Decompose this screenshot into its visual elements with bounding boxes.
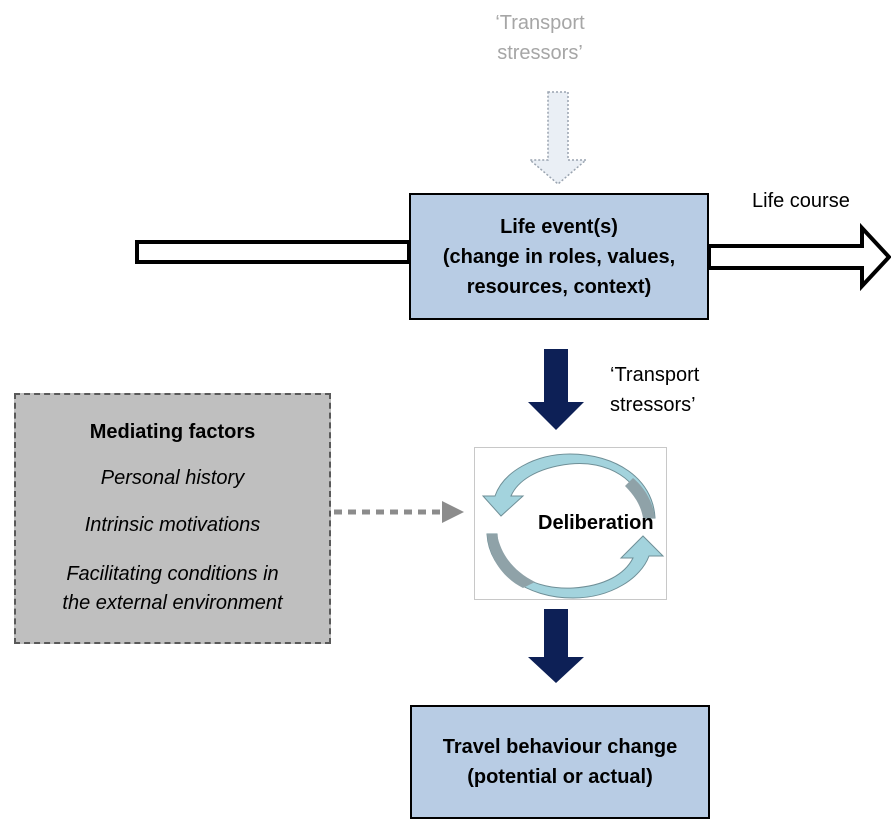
deliberation-frame: [474, 447, 667, 600]
travel-change-line2: (potential or actual): [467, 766, 653, 788]
top-stressors-line1: ‘Transport: [495, 12, 585, 34]
mediating-factors-box: Mediating factors Personal history Intri…: [14, 393, 331, 644]
mediating-factors-title: Mediating factors: [89, 421, 256, 443]
life-course-left-bar: [135, 240, 411, 264]
cycle-arrow-top: [481, 453, 656, 519]
cycle-arrow-top-shade: [625, 478, 655, 518]
dark-down-arrow-1: [528, 349, 584, 430]
travel-behaviour-change-box: Travel behaviour change (potential or ac…: [410, 705, 710, 819]
mediating-item-intrinsic-motivations: Intrinsic motivations: [84, 514, 261, 536]
mid-stressors-line2: stressors’: [610, 394, 696, 416]
life-course-label: Life course: [752, 190, 850, 212]
cycle-arrows-icon: [481, 453, 665, 599]
top-transport-stressors: ‘Transport stressors’: [440, 8, 640, 68]
travel-change-line1: Travel behaviour change: [442, 736, 678, 758]
mediating-item-facilitating-conditions: Facilitating conditions in: [66, 563, 279, 585]
dark-down-arrow-2: [528, 609, 584, 683]
top-stressors-line2: stressors’: [497, 42, 583, 64]
life-course-right-arrow: [707, 222, 891, 292]
mid-stressors-line1: ‘Transport: [610, 364, 700, 386]
faded-down-arrow: [527, 91, 589, 185]
cycle-arrow-bottom: [486, 533, 665, 599]
dotted-arrow-head: [442, 501, 464, 523]
mediating-item-personal-history: Personal history: [100, 467, 245, 489]
life-event-box: Life event(s) (change in roles, values, …: [409, 193, 709, 320]
mediating-item-external-environment: the external environment: [62, 592, 283, 614]
mid-transport-stressors: ‘Transport stressors’: [610, 360, 699, 420]
deliberation-label: Deliberation: [538, 512, 654, 534]
life-event-line2: (change in roles, values,: [442, 245, 676, 268]
life-event-line3: resources, context): [466, 275, 652, 298]
cycle-arrow-bottom-shade: [487, 534, 535, 588]
life-event-line1: Life event(s): [500, 215, 618, 238]
